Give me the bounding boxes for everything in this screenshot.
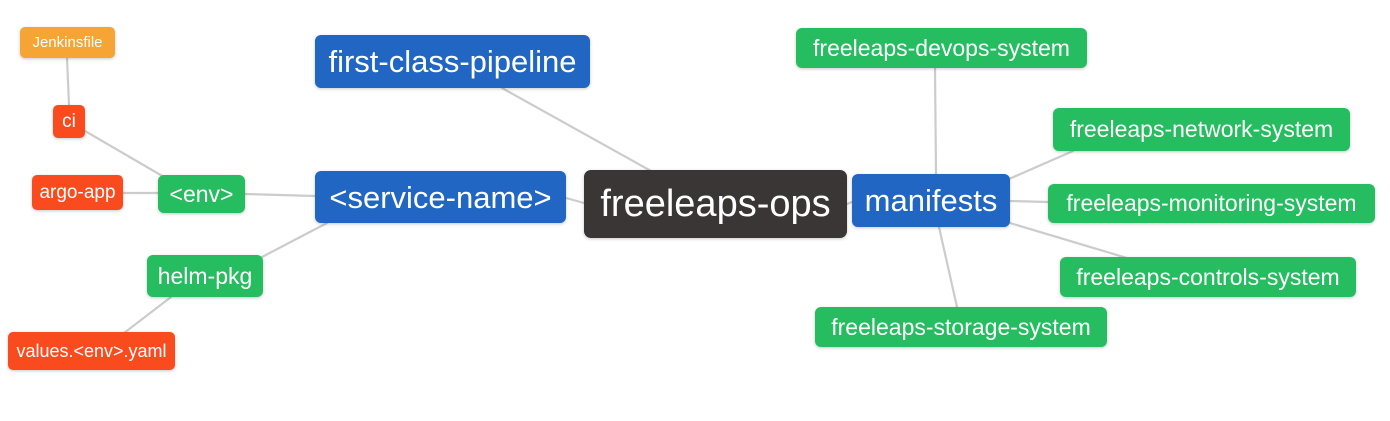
edge-manifests-network	[1007, 149, 1075, 181]
edge-pipeline-ops	[500, 86, 653, 173]
node-helm-pkg[interactable]: helm-pkg	[147, 255, 263, 297]
edge-manifests-monitoring	[1008, 199, 1050, 204]
node-freeleaps-network-system[interactable]: freeleaps-network-system	[1053, 108, 1350, 151]
edge-manifests-controls	[1008, 221, 1129, 260]
edge-service-name-ops	[564, 196, 586, 205]
node-freeleaps-storage-system[interactable]: freeleaps-storage-system	[815, 307, 1107, 347]
edge-helm-pkg-values	[122, 295, 173, 335]
node-freeleaps-devops-system[interactable]: freeleaps-devops-system	[796, 28, 1087, 68]
edge-ci-env	[83, 129, 166, 179]
edge-service-name-helm-pkg	[260, 221, 329, 259]
edge-manifests-storage	[937, 225, 959, 309]
edge-ops-manifests	[845, 200, 854, 206]
edge-jenkinsfile-ci	[65, 56, 71, 107]
node-ci[interactable]: ci	[53, 105, 85, 138]
edge-manifests-devops	[933, 66, 938, 176]
node-freeleaps-monitoring-system[interactable]: freeleaps-monitoring-system	[1048, 184, 1375, 223]
node-freeleaps-controls-system[interactable]: freeleaps-controls-system	[1060, 257, 1356, 297]
node-service-name[interactable]: <service-name>	[315, 171, 566, 223]
node-first-class-pipeline[interactable]: first-class-pipeline	[315, 35, 590, 88]
node-manifests[interactable]: manifests	[852, 174, 1010, 227]
edge-env-service-name	[243, 192, 317, 198]
node-env[interactable]: <env>	[158, 175, 245, 213]
node-argo-app[interactable]: argo-app	[32, 175, 123, 210]
node-jenkinsfile[interactable]: Jenkinsfile	[20, 27, 115, 58]
node-values-env-yaml[interactable]: values.<env>.yaml	[8, 332, 175, 370]
node-freeleaps-ops-root[interactable]: freeleaps-ops	[584, 170, 847, 238]
